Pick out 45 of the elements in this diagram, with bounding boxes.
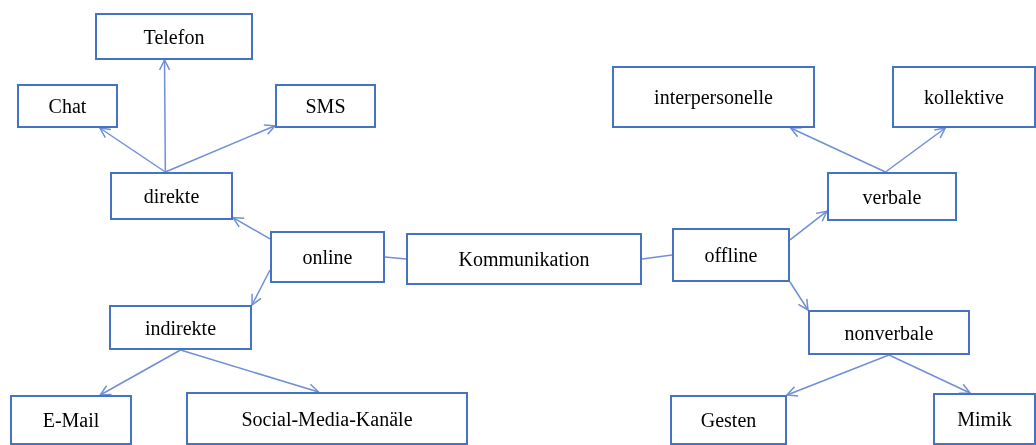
node-label: online <box>302 245 353 270</box>
node-label: SMS <box>305 94 346 119</box>
arrow <box>99 349 182 396</box>
text-box <box>275 84 376 128</box>
text-box <box>808 310 970 355</box>
arrow <box>789 210 828 241</box>
arrow <box>789 281 809 311</box>
text-box <box>10 395 132 445</box>
node-label: Telefon <box>143 24 205 50</box>
text-box <box>672 228 790 282</box>
node-label: Mimik <box>957 407 1012 432</box>
arrow <box>99 127 167 173</box>
node-label: Gesten <box>700 408 757 433</box>
text-box <box>17 84 118 128</box>
text-box <box>406 233 642 285</box>
text-box <box>109 305 252 350</box>
node-label: direkte <box>143 184 200 209</box>
text-box <box>670 395 787 445</box>
arrow <box>158 59 171 173</box>
node-label: E-Mail <box>42 408 100 433</box>
node-label: interpersonelle <box>654 85 773 111</box>
text-box <box>270 231 385 283</box>
arrow <box>789 126 887 173</box>
node-label: Social-Media-Kanäle <box>241 406 413 432</box>
node-label: verbale <box>862 184 922 210</box>
text-box <box>110 172 233 220</box>
node-label: kollektive <box>924 85 1004 110</box>
arrow <box>164 124 276 173</box>
text-box <box>95 13 253 60</box>
node-label: Chat <box>48 94 87 119</box>
arrow <box>179 349 320 395</box>
arrow <box>251 269 271 306</box>
arrow <box>888 354 971 395</box>
node-label: offline <box>704 243 758 268</box>
text-box <box>933 393 1036 445</box>
node-label: Kommunikation <box>458 247 590 272</box>
node-label: indirekte <box>144 315 217 341</box>
arrow <box>232 216 271 240</box>
text-box <box>892 66 1036 128</box>
node-label: nonverbale <box>844 320 934 346</box>
arrow <box>786 354 890 397</box>
arrow <box>884 127 947 173</box>
text-box <box>612 66 815 128</box>
text-box <box>827 172 957 221</box>
text-box <box>186 392 468 445</box>
